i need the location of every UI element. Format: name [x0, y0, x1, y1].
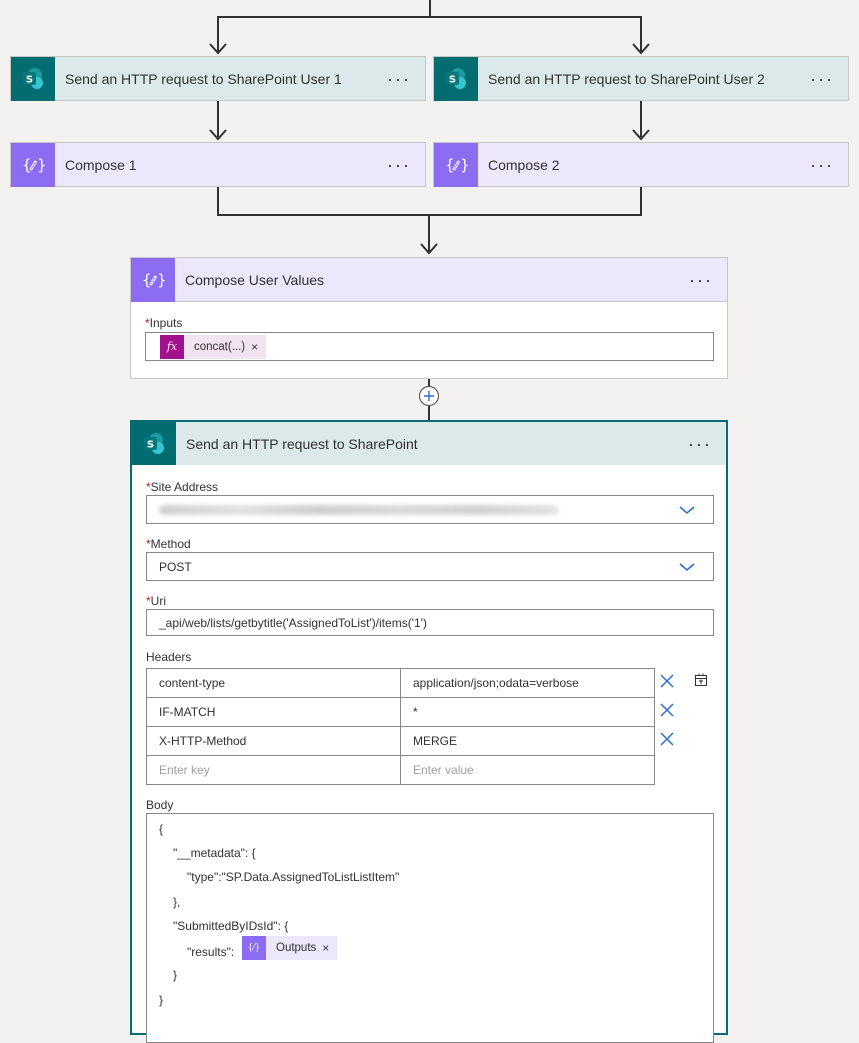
arrow-down-icon	[209, 43, 227, 55]
outputs-token[interactable]: {⁄} Outputs ×	[242, 936, 338, 960]
sharepoint-icon: S	[11, 56, 55, 101]
chevron-down-icon[interactable]	[679, 505, 695, 515]
inputs-field[interactable]: fx concat(...) ×	[145, 332, 714, 361]
compose-icon: {}	[131, 257, 175, 302]
more-options-button[interactable]: ···	[688, 433, 712, 454]
uri-value: _api/web/lists/getbytitle('AssignedToLis…	[159, 615, 427, 630]
card-title: Send an HTTP request to SharePoint User …	[488, 70, 765, 87]
connector-top-stem	[429, 0, 431, 17]
plus-circle-icon[interactable]	[418, 385, 440, 407]
uri-label: *Uri	[146, 594, 166, 608]
header-key-field[interactable]: X-HTTP-Method	[146, 726, 401, 756]
card-title: Compose 2	[488, 156, 560, 173]
compose-user-values-body: *Inputs fx concat(...) ×	[130, 302, 728, 379]
http-request-card-header[interactable]: S Send an HTTP request to SharePoint ···	[130, 420, 728, 466]
compose-user-values-card-header[interactable]: {} Compose User Values ···	[130, 257, 728, 302]
sharepoint-user2-card[interactable]: S Send an HTTP request to SharePoint Use…	[433, 56, 849, 101]
body-text-line: {	[159, 822, 164, 836]
more-options-button[interactable]: ···	[810, 154, 834, 175]
method-value: POST	[159, 559, 192, 574]
remove-token-button[interactable]: ×	[251, 339, 259, 354]
header-value-field[interactable]: *	[400, 697, 655, 727]
sharepoint-icon: S	[434, 56, 478, 101]
body-text-line: }	[173, 968, 178, 982]
arrow-down-icon	[209, 129, 227, 141]
svg-text:}: }	[460, 156, 468, 174]
connector-right-mid	[640, 101, 642, 137]
arrow-down-icon	[632, 43, 650, 55]
header-key-field[interactable]: content-type	[146, 668, 401, 698]
card-title: Compose 1	[65, 156, 137, 173]
compose-icon: {}	[434, 142, 478, 187]
card-title: Compose User Values	[185, 271, 325, 288]
more-options-button[interactable]: ···	[387, 68, 411, 89]
http-request-body: *Site Address *Method POST *Uri _api/web…	[130, 465, 728, 1043]
svg-text:S: S	[26, 74, 33, 85]
connector-right-join	[640, 187, 642, 216]
body-text-line: },	[173, 895, 181, 909]
connector-left-down	[217, 16, 219, 52]
connector-join-stem	[428, 214, 430, 252]
header-value-input[interactable]: Enter value	[400, 755, 655, 785]
token-label: concat(...)	[194, 340, 246, 353]
body-text-line: "results":	[187, 945, 235, 959]
connector-left-join	[217, 187, 219, 216]
body-text-line: "__metadata": {	[173, 846, 256, 860]
method-dropdown[interactable]: POST	[146, 552, 714, 581]
chevron-down-icon[interactable]	[679, 562, 695, 572]
more-options-button[interactable]: ···	[387, 154, 411, 175]
svg-text:}: }	[157, 271, 165, 289]
site-address-value-blurred	[159, 504, 559, 515]
body-label: Body	[146, 798, 174, 812]
svg-text:S: S	[449, 74, 456, 85]
remove-token-button[interactable]: ×	[322, 941, 330, 955]
expression-token[interactable]: fx concat(...) ×	[160, 334, 267, 359]
body-text-line: "SubmittedByIDsId": {	[173, 919, 289, 933]
site-address-dropdown[interactable]	[146, 495, 714, 524]
svg-text:{: {	[142, 271, 152, 289]
connector-add-top	[428, 379, 430, 387]
uri-field[interactable]: _api/web/lists/getbytitle('AssignedToLis…	[146, 609, 714, 636]
connector-add-bottom	[428, 404, 430, 420]
function-icon: fx	[160, 334, 184, 359]
remove-header-icon[interactable]	[659, 673, 675, 689]
compose-icon: {}	[11, 142, 55, 187]
connector-left-mid	[217, 101, 219, 137]
compose-icon: {⁄}	[242, 936, 266, 960]
connector-right-down	[640, 16, 642, 52]
remove-header-icon[interactable]	[659, 702, 675, 718]
sharepoint-user1-card[interactable]: S Send an HTTP request to SharePoint Use…	[10, 56, 426, 101]
sharepoint-icon: S	[132, 421, 176, 466]
body-text-line: }	[159, 993, 164, 1007]
svg-text:{: {	[22, 156, 32, 174]
svg-text:S: S	[147, 439, 154, 450]
card-title: Send an HTTP request to SharePoint	[186, 435, 418, 452]
site-address-label: *Site Address	[146, 480, 219, 494]
header-value-field[interactable]: MERGE	[400, 726, 655, 756]
header-value-field[interactable]: application/json;odata=verbose	[400, 668, 655, 698]
compose-1-card[interactable]: {} Compose 1 ···	[10, 142, 426, 187]
card-title: Send an HTTP request to SharePoint User …	[65, 70, 342, 87]
method-label: *Method	[146, 537, 191, 551]
connector-top-branch	[217, 16, 642, 18]
body-field[interactable]: { "__metadata": { "type":"SP.Data.Assign…	[146, 813, 714, 1043]
arrow-down-icon	[632, 129, 650, 141]
compose-2-card[interactable]: {} Compose 2 ···	[433, 142, 849, 187]
more-options-button[interactable]: ···	[689, 269, 713, 290]
header-key-input[interactable]: Enter key	[146, 755, 401, 785]
switch-to-text-mode-icon[interactable]	[693, 672, 709, 688]
body-text-line: "type":"SP.Data.AssignedToListListItem"	[187, 870, 400, 884]
svg-text:}: }	[37, 156, 45, 174]
header-key-field[interactable]: IF-MATCH	[146, 697, 401, 727]
inputs-label: *Inputs	[145, 316, 183, 330]
remove-header-icon[interactable]	[659, 731, 675, 747]
more-options-button[interactable]: ···	[810, 68, 834, 89]
token-label: Outputs	[276, 942, 317, 954]
arrow-down-icon	[420, 243, 438, 255]
headers-label: Headers	[146, 650, 192, 664]
svg-text:{: {	[445, 156, 455, 174]
